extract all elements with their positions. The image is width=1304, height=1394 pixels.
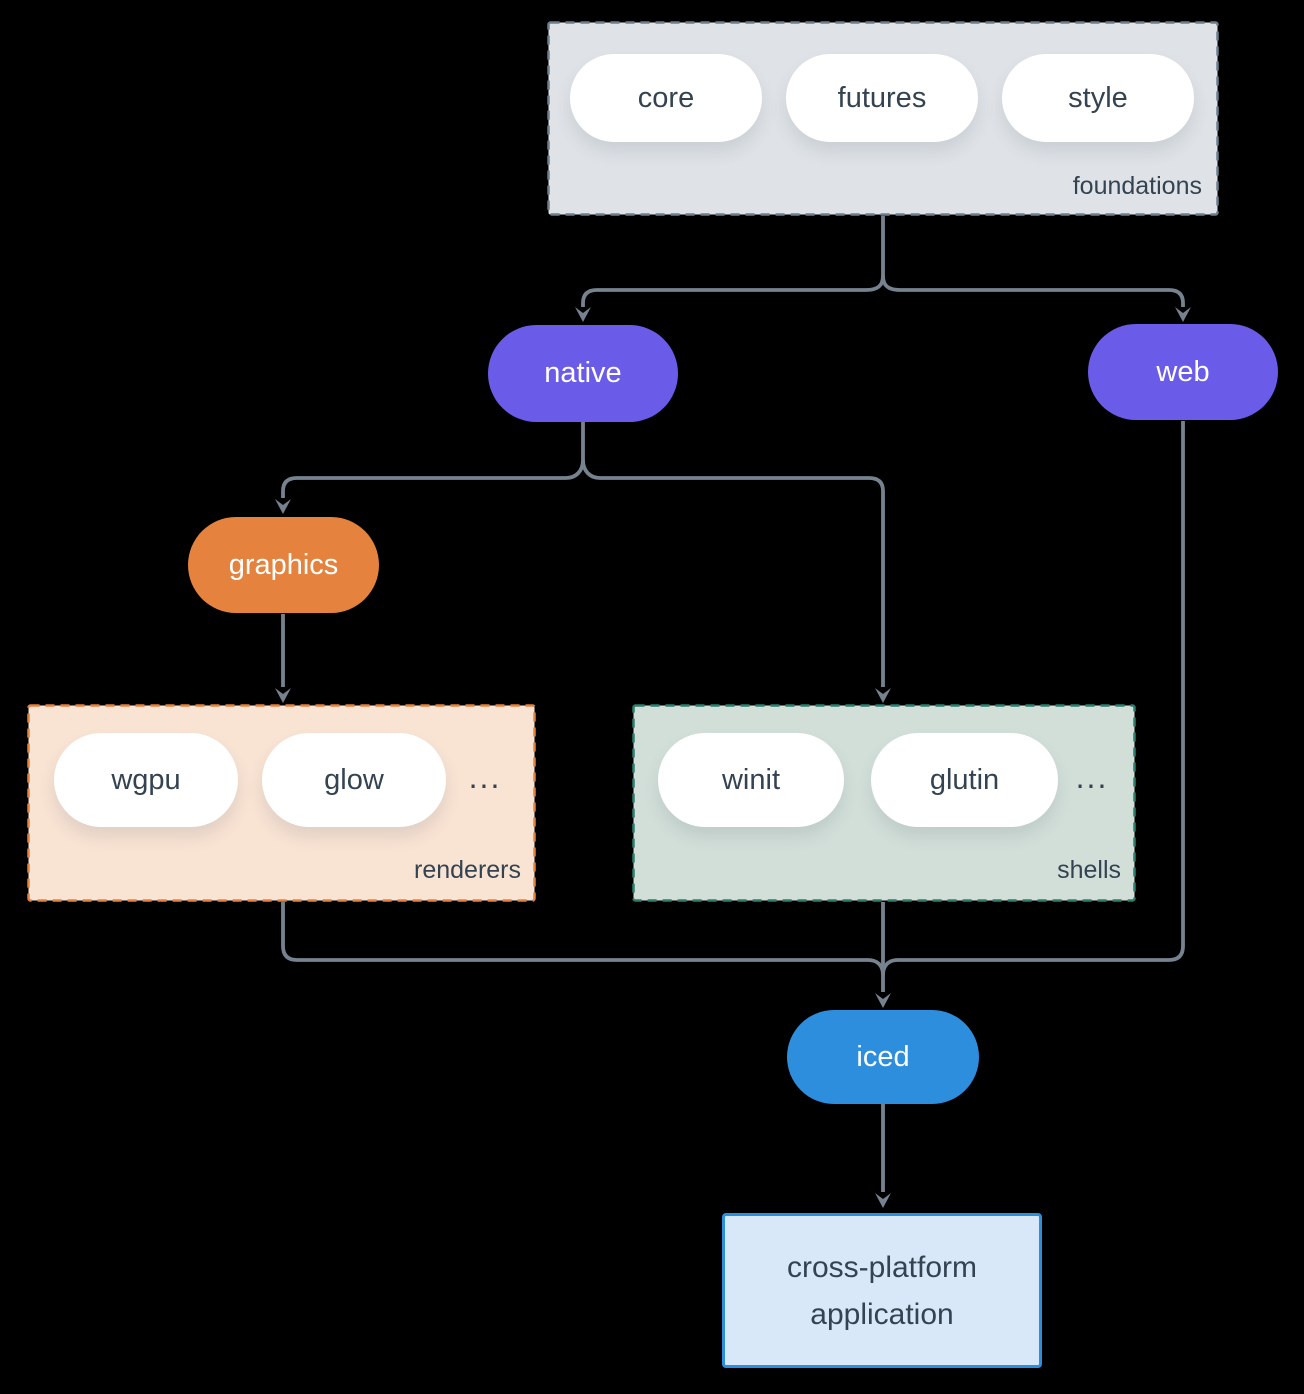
node-glutin: glutin xyxy=(871,733,1058,827)
node-iced: iced xyxy=(787,1010,979,1104)
arrowhead-application xyxy=(875,1193,891,1208)
node-winit: winit xyxy=(658,733,844,827)
connector-web-to-merge xyxy=(881,421,1185,976)
node-core: core xyxy=(570,54,762,142)
node-wgpu: wgpu xyxy=(54,733,238,827)
renderers-label: renderers xyxy=(414,856,521,884)
application-line-1: cross-platform xyxy=(786,1250,978,1284)
connector-renderers-to-merge xyxy=(281,902,885,976)
foundations-label: foundations xyxy=(1072,172,1202,200)
node-graphics: graphics xyxy=(188,517,379,613)
node-futures: futures xyxy=(786,54,978,142)
node-glow: glow xyxy=(262,733,446,827)
node-application: cross-platform application xyxy=(722,1213,1042,1368)
arrowhead-native xyxy=(575,307,591,322)
connector-foundations-to-web xyxy=(881,275,1185,307)
connector-native-to-graphics xyxy=(281,459,585,498)
arrowhead-web xyxy=(1175,307,1191,322)
connector-foundations-to-native xyxy=(581,275,885,307)
arrowhead-graphics xyxy=(275,499,291,514)
arrowhead-iced xyxy=(875,993,891,1008)
node-style: style xyxy=(1002,54,1194,142)
shells-label: shells xyxy=(1057,856,1121,884)
arrowhead-shells xyxy=(875,688,891,703)
node-native: native xyxy=(488,325,678,422)
shells-ellipsis: ... xyxy=(1075,758,1109,795)
node-web: web xyxy=(1088,324,1278,420)
connector-native-to-shells xyxy=(581,459,885,687)
arrowhead-renderers xyxy=(275,688,291,703)
application-line-2: application xyxy=(810,1297,954,1331)
renderers-ellipsis: ... xyxy=(468,758,502,795)
